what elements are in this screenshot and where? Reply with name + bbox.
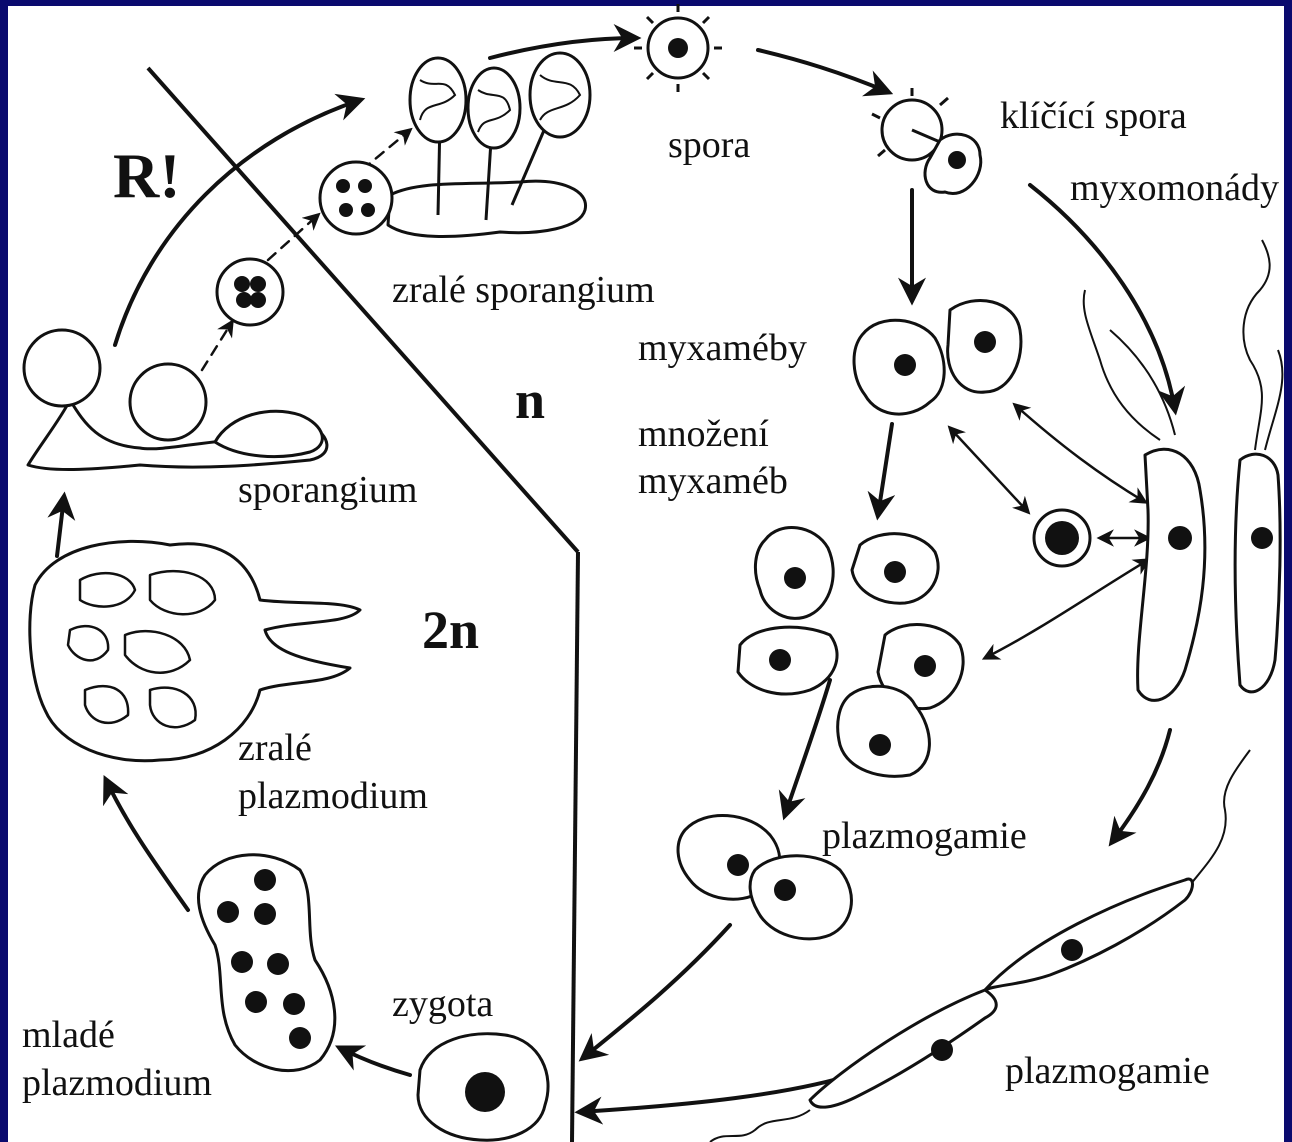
label-spora: spora: [668, 124, 750, 166]
spore-tetrad-2: [320, 162, 392, 234]
label-myxomonady: myxomonády: [1070, 167, 1279, 209]
spore-tetrad-1: [217, 259, 283, 325]
label-zrale: zralé: [238, 727, 312, 769]
dividing-myxamoebae-illustration: [738, 528, 963, 777]
label-zygota: zygota: [392, 983, 493, 1025]
label-klicici-spora: klíčící spora: [1000, 95, 1187, 137]
microcyst-illustration: [1034, 510, 1090, 566]
sporangium-illustration: [24, 330, 327, 470]
label-mlade: mladé: [22, 1014, 115, 1056]
label-myxameby: myxaméby: [638, 327, 807, 369]
myxamoebae-illustration: [854, 300, 1021, 414]
label-zrale-sporangium: zralé sporangium: [392, 269, 655, 311]
zygote-illustration: [418, 1034, 548, 1140]
swarm-cells-illustration: [1084, 240, 1283, 700]
label-mnozeni: množení: [638, 413, 769, 455]
mature-sporangium-illustration: [388, 53, 590, 236]
haploid-label: n: [515, 370, 545, 430]
label-plazmodium-mature: plazmodium: [238, 775, 428, 817]
reduction-label: R!: [113, 140, 181, 211]
label-plazmogamie-2: plazmogamie: [1005, 1050, 1210, 1092]
label-plazmogamie-1: plazmogamie: [822, 815, 1027, 857]
label-myxameb: myxaméb: [638, 460, 788, 502]
spore-illustration: [634, 4, 722, 92]
diploid-label: 2n: [422, 600, 479, 660]
label-sporangium: sporangium: [238, 469, 417, 511]
germinating-spore-illustration: [872, 88, 981, 194]
young-plasmodium-illustration: [198, 855, 334, 1071]
label-plazmodium-young: plazmodium: [22, 1062, 212, 1104]
